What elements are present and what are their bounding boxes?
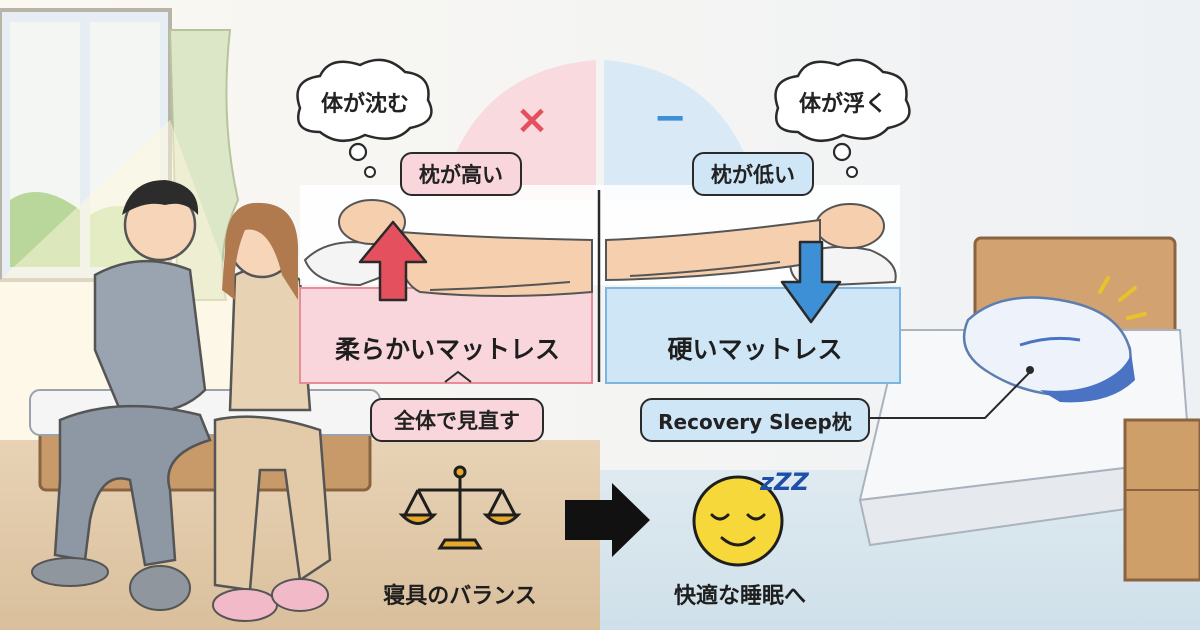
result-caption: 快適な睡眠へ	[673, 584, 806, 609]
right-pillow-tag: 枕が低い	[692, 152, 814, 196]
product-connector-line	[868, 371, 1031, 419]
couple-illustration	[31, 180, 332, 622]
right-mark: −	[653, 95, 687, 141]
soft-mattress-label: 柔らかいマットレス	[334, 335, 560, 364]
up-arrow-icon	[358, 220, 428, 302]
left-thought-cloud	[296, 58, 433, 178]
product-tag: Recovery Sleep枕	[640, 398, 870, 442]
right-arrow-icon	[565, 483, 650, 557]
sleeping-face-icon	[692, 475, 784, 567]
zzz-text: zZZ	[760, 468, 809, 496]
hard-mattress	[605, 287, 901, 384]
right-thought-cloud	[774, 58, 911, 178]
balance-scale-icon	[398, 465, 522, 550]
left-thought-text: 体が沈む	[320, 92, 409, 117]
advice-tag: 全体で見直す	[370, 398, 544, 442]
down-arrow-icon	[780, 240, 842, 324]
balance-caption: 寝具のバランス	[383, 584, 537, 609]
recovery-pillow	[962, 276, 1147, 403]
right-thought-text: 体が浮く	[798, 92, 887, 117]
left-pillow-tag: 枕が高い	[400, 152, 522, 196]
hard-mattress-label: 硬いマットレス	[667, 335, 843, 364]
left-sleeper	[303, 199, 593, 297]
left-mark: ×	[515, 97, 549, 143]
soft-mattress	[299, 287, 593, 384]
